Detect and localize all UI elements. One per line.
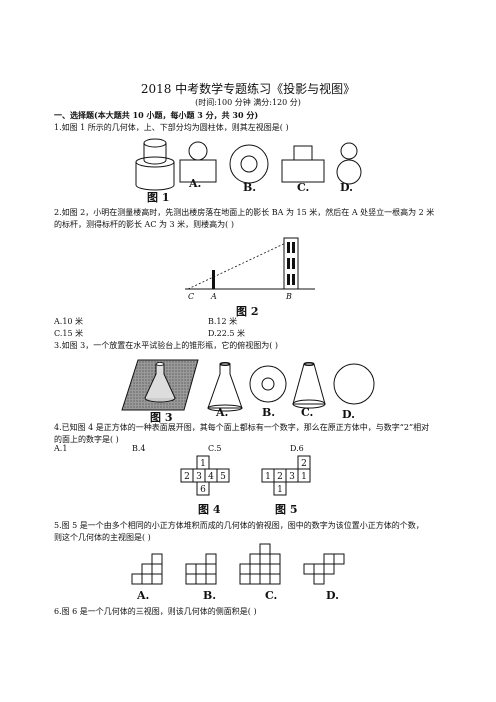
q3-option-d-label[interactable]: D.	[342, 408, 355, 421]
option-b-front-view	[185, 553, 217, 585]
figure-3-caption: 图 3	[150, 411, 173, 424]
option-a-front-view	[131, 553, 163, 585]
option-d-front-view	[303, 553, 345, 585]
q4-option-d[interactable]: D.6	[290, 444, 304, 453]
question-2-text-line1: 2.如图 2，小明在测量楼高时，先测出楼房落在地面上的影长 BA 为 15 米，…	[54, 208, 435, 217]
net-cell: 2	[184, 472, 190, 482]
top-view-cell: 1	[277, 485, 283, 495]
q1-option-c-label[interactable]: C.	[297, 181, 310, 194]
q3-option-a-label[interactable]: A.	[216, 406, 229, 419]
net-cell: 6	[200, 485, 206, 495]
question-3-text: 3.如图 3，一个放置在水平试验台上的锥形瓶，它的俯视图为( )	[54, 341, 279, 350]
section-heading: 一、选择题(本大题共 10 小题，每小题 3 分，共 30 分)	[54, 110, 259, 120]
question-4-text-line1: 4.已知图 4 是正方体的一种表面展开图，其每个面上都标有一个数字，那么在原正方…	[54, 423, 430, 432]
question-4-text-line2: 的面上的数字是( )	[54, 435, 119, 444]
question-5-text-line2: 则这个几何体的主视图是( )	[54, 533, 151, 542]
top-view-cell: 1	[301, 472, 307, 482]
question-6-text: 6.图 6 是一个几何体的三视图，则该几何体的侧面积是( )	[54, 607, 257, 616]
q5-option-c-label[interactable]: C.	[265, 589, 278, 602]
option-c-front-view	[239, 543, 281, 585]
figure-2-building-shadow	[185, 237, 315, 290]
top-view-cell: 2	[277, 472, 283, 482]
option-a-view	[179, 141, 217, 183]
option-d-circle	[333, 363, 375, 405]
figure-3-flask-on-table	[121, 359, 199, 411]
figure-1-caption: 图 1	[147, 191, 170, 204]
pole	[212, 270, 215, 289]
option-c-view	[281, 145, 325, 183]
question-3-figures	[121, 359, 375, 412]
q1-option-a-label[interactable]: A.	[189, 177, 202, 190]
point-b-label: B	[286, 292, 292, 301]
q3-option-b-label[interactable]: B.	[262, 406, 276, 419]
figure-2-caption: 图 2	[236, 305, 259, 318]
q1-option-d-label[interactable]: D.	[340, 181, 353, 194]
page-subtitle: (时间:100 分钟 满分:120 分)	[195, 98, 301, 107]
q3-option-c-label[interactable]: C.	[301, 406, 314, 419]
page-title: 2018 中考数学专题练习《投影与视图》	[140, 82, 356, 96]
top-view-cell: 3	[289, 472, 295, 482]
question-5-text-line1: 5.图 5 是一个由多个相同的小正方体堆积而成的几何体的俯视图，图中的数字为该位…	[54, 521, 424, 530]
figure-5-top-view: 2 1 2 3 1 1	[261, 455, 311, 496]
q4-option-b[interactable]: B.4	[132, 444, 146, 453]
net-cell: 1	[200, 459, 206, 469]
net-cell: 3	[196, 472, 202, 482]
q2-option-a[interactable]: A.10 米	[54, 317, 84, 326]
q5-option-d-label[interactable]: D.	[326, 589, 339, 602]
q5-option-a-label[interactable]: A.	[137, 589, 150, 602]
question-1-text: 1.如图 1 所示的几何体，上、下部分均为圆柱体，则其左视图是( )	[54, 123, 289, 132]
question-2-text-line2: 的标杆，测得标杆的影长 AC 为 3 米，则楼高为( )	[54, 220, 234, 229]
building	[283, 237, 299, 290]
question-1-figures	[135, 138, 362, 191]
net-cell: 4	[208, 472, 214, 482]
option-d-view	[336, 142, 362, 185]
q2-option-b[interactable]: B.12 米	[208, 317, 238, 326]
q4-option-a[interactable]: A.1	[54, 444, 68, 453]
point-a-label: A	[211, 292, 217, 301]
option-b-concentric	[249, 365, 287, 403]
figure-4-cube-net: 1 2 3 4 5 6	[180, 455, 230, 496]
q4-option-c[interactable]: C.5	[208, 444, 222, 453]
option-b-view	[229, 144, 269, 184]
figure-4-caption: 图 4	[198, 503, 221, 516]
q2-option-d[interactable]: D.22.5 米	[208, 329, 246, 338]
point-c-label: C	[188, 292, 195, 301]
top-view-cell: 1	[265, 472, 271, 482]
q1-option-b-label[interactable]: B.	[243, 181, 257, 194]
net-cell: 5	[220, 472, 226, 482]
option-c-cone	[292, 362, 326, 409]
q5-option-b-label[interactable]: B.	[203, 589, 217, 602]
top-view-cell: 2	[301, 459, 307, 469]
figure-1-stacked-cylinders	[135, 138, 175, 191]
option-a-flask-front	[207, 362, 243, 412]
figure-5-caption: 图 5	[275, 503, 298, 516]
question-5-options	[131, 543, 345, 585]
q2-option-c[interactable]: C.15 米	[54, 329, 84, 338]
